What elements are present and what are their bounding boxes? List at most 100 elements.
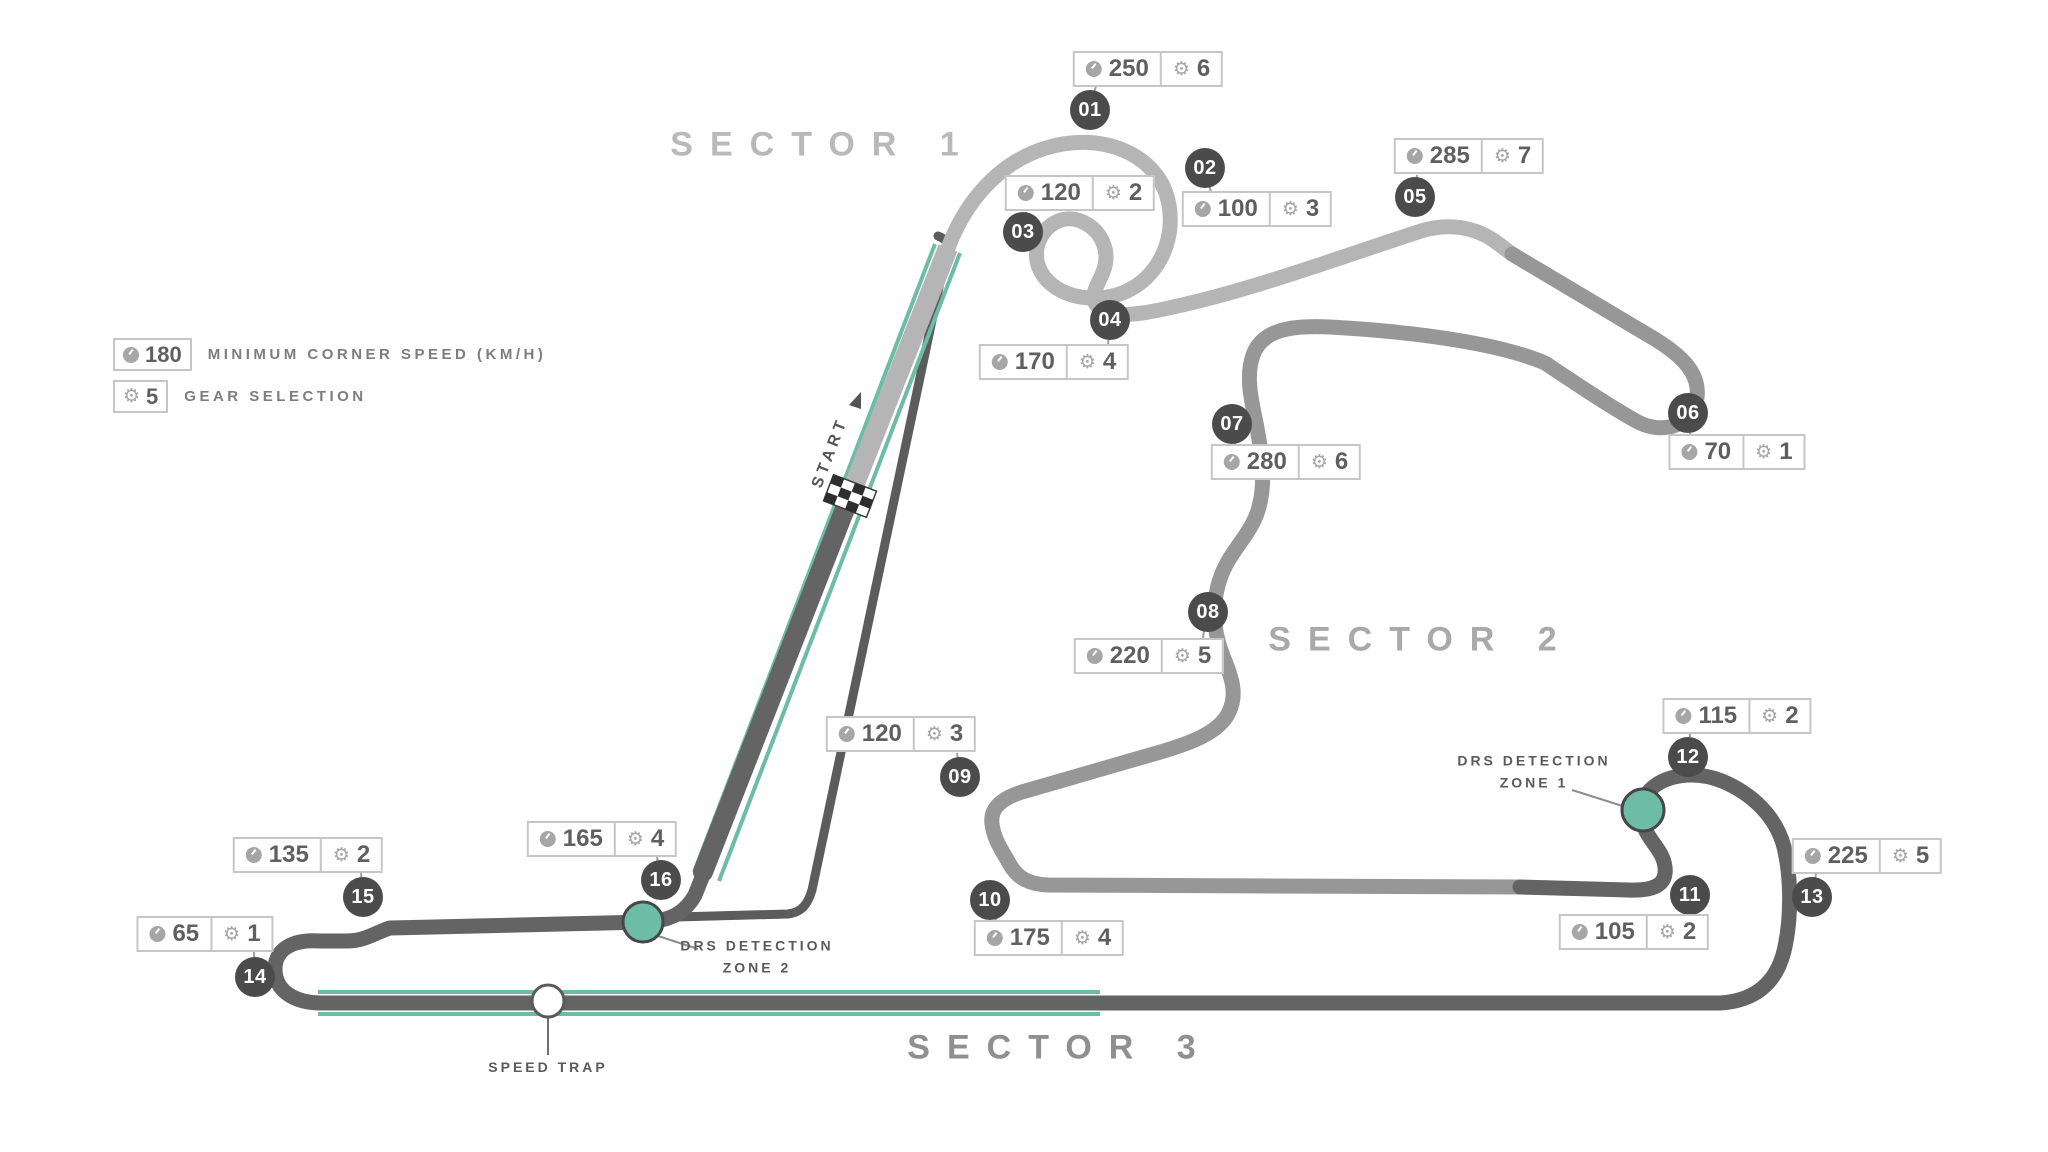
corner-label-03: 120 2	[1004, 175, 1156, 211]
corner-speed-value: 220	[1109, 642, 1150, 669]
corner-badge-02: 02	[1185, 148, 1225, 188]
corner-speed-cell: 120	[828, 718, 913, 750]
corner-gear-value: 2	[1785, 702, 1799, 729]
corner-gear-value: 4	[650, 825, 665, 852]
corner-speed-value: 225	[1827, 842, 1868, 869]
corner-speed-cell: 135	[235, 839, 320, 871]
corner-badge-16: 16	[641, 860, 681, 900]
corner-label-09: 120 3	[825, 716, 977, 752]
legend-gear-row: 5 GEAR SELECTION	[113, 380, 546, 413]
corner-speed-value: 115	[1698, 702, 1738, 729]
drs-zone2-line2: ZONE 2	[722, 959, 792, 975]
corner-number: 11	[1678, 883, 1702, 906]
speedometer-icon	[245, 847, 262, 863]
speedometer-icon	[1571, 924, 1588, 940]
corner-badge-09: 09	[940, 757, 980, 797]
corner-gear-value: 5	[1197, 642, 1212, 669]
corner-speed-value: 165	[562, 825, 603, 852]
gear-icon	[1074, 929, 1091, 948]
corner-gear-value: 1	[1779, 438, 1793, 465]
corner-number: 03	[1011, 220, 1035, 243]
corner-label-06: 70 1	[1668, 434, 1806, 470]
gear-icon	[1282, 200, 1299, 219]
gear-icon	[1105, 184, 1122, 203]
corner-badge-05: 05	[1395, 177, 1435, 217]
speedometer-icon	[991, 354, 1008, 370]
speedometer-icon	[149, 926, 166, 942]
sector3-title: SECTOR 3	[907, 1028, 1213, 1067]
corner-speed-value: 280	[1246, 448, 1287, 475]
corner-gear-value: 7	[1517, 142, 1532, 169]
corner-gear-value: 3	[1305, 195, 1320, 222]
gear-icon	[223, 925, 240, 944]
speed-trap-circle	[530, 983, 566, 1019]
corner-speed-cell: 285	[1396, 140, 1481, 172]
corner-number: 13	[1800, 885, 1824, 908]
corner-gear-cell: 2	[1748, 700, 1809, 732]
corner-badge-15: 15	[343, 877, 383, 917]
legend-gear-value: 5	[146, 383, 159, 409]
sector2-title: SECTOR 2	[1268, 620, 1574, 659]
corner-gear-value: 1	[247, 920, 261, 947]
corner-gear-value: 3	[949, 720, 964, 747]
sector1-title: SECTOR 1	[670, 125, 976, 164]
corner-gear-cell: 6	[1297, 446, 1359, 478]
corner-gear-value: 6	[1334, 448, 1349, 475]
drs-detection-circle-zone2	[621, 900, 665, 944]
corner-gear-cell: 5	[1878, 840, 1940, 872]
corner-number: 04	[1098, 308, 1122, 331]
corner-speed-value: 105	[1594, 918, 1635, 945]
speedometer-icon	[539, 831, 556, 847]
corner-number: 10	[978, 888, 1002, 911]
gear-icon	[1173, 60, 1190, 79]
corner-speed-cell: 220	[1076, 640, 1161, 672]
corner-number: 07	[1220, 412, 1244, 435]
corner-speed-cell: 225	[1794, 840, 1879, 872]
corner-gear-cell: 7	[1480, 140, 1542, 172]
corner-gear-cell: 5	[1160, 640, 1222, 672]
corner-badge-10: 10	[970, 880, 1010, 920]
corner-gear-value: 4	[1097, 924, 1112, 951]
corner-number: 09	[948, 765, 972, 788]
corner-speed-value: 170	[1014, 348, 1055, 375]
corner-number: 08	[1196, 600, 1220, 623]
corner-badge-01: 01	[1070, 90, 1110, 130]
corner-label-15: 135 2	[232, 837, 384, 873]
corner-speed-cell: 70	[1670, 436, 1742, 468]
drs-detection-circle-zone1	[1620, 787, 1666, 833]
speedometer-icon	[1223, 454, 1240, 470]
gear-icon	[1174, 647, 1191, 666]
corner-badge-04: 04	[1090, 300, 1130, 340]
speedometer-icon	[123, 346, 139, 363]
corner-label-04: 170 4	[978, 344, 1130, 380]
corner-speed-value: 120	[861, 720, 902, 747]
corner-label-02: 100 3	[1181, 191, 1333, 227]
checkered-flag	[822, 473, 878, 519]
corner-number: 16	[649, 868, 673, 891]
corner-badge-12: 12	[1668, 737, 1708, 777]
legend: 180 MINIMUM CORNER SPEED (KM/H) 5 GEAR S…	[113, 338, 546, 422]
legend-gear-box: 5	[113, 380, 169, 413]
speed-trap-caption: SPEED TRAP	[488, 1059, 608, 1076]
corner-gear-value: 2	[1682, 918, 1697, 945]
corner-gear-cell: 4	[613, 823, 675, 855]
corner-speed-cell: 115	[1664, 700, 1748, 732]
sector3-straight-path	[693, 486, 860, 882]
corner-label-01: 250 6	[1072, 51, 1224, 87]
speedometer-icon	[1085, 61, 1102, 77]
corner-gear-cell: 1	[1742, 436, 1803, 468]
corner-gear-cell: 2	[319, 839, 381, 871]
corner-speed-value: 100	[1217, 195, 1258, 222]
speedometer-icon	[1406, 148, 1423, 164]
corner-label-07: 280 6	[1210, 444, 1362, 480]
corner-number: 05	[1403, 185, 1427, 208]
corner-speed-cell: 65	[138, 918, 210, 950]
speedometer-icon	[1675, 708, 1692, 724]
corner-label-13: 225 5	[1791, 838, 1943, 874]
gear-icon	[1755, 443, 1772, 462]
corner-speed-value: 175	[1009, 924, 1050, 951]
gear-icon	[1761, 707, 1778, 726]
corner-badge-07: 07	[1212, 404, 1252, 444]
